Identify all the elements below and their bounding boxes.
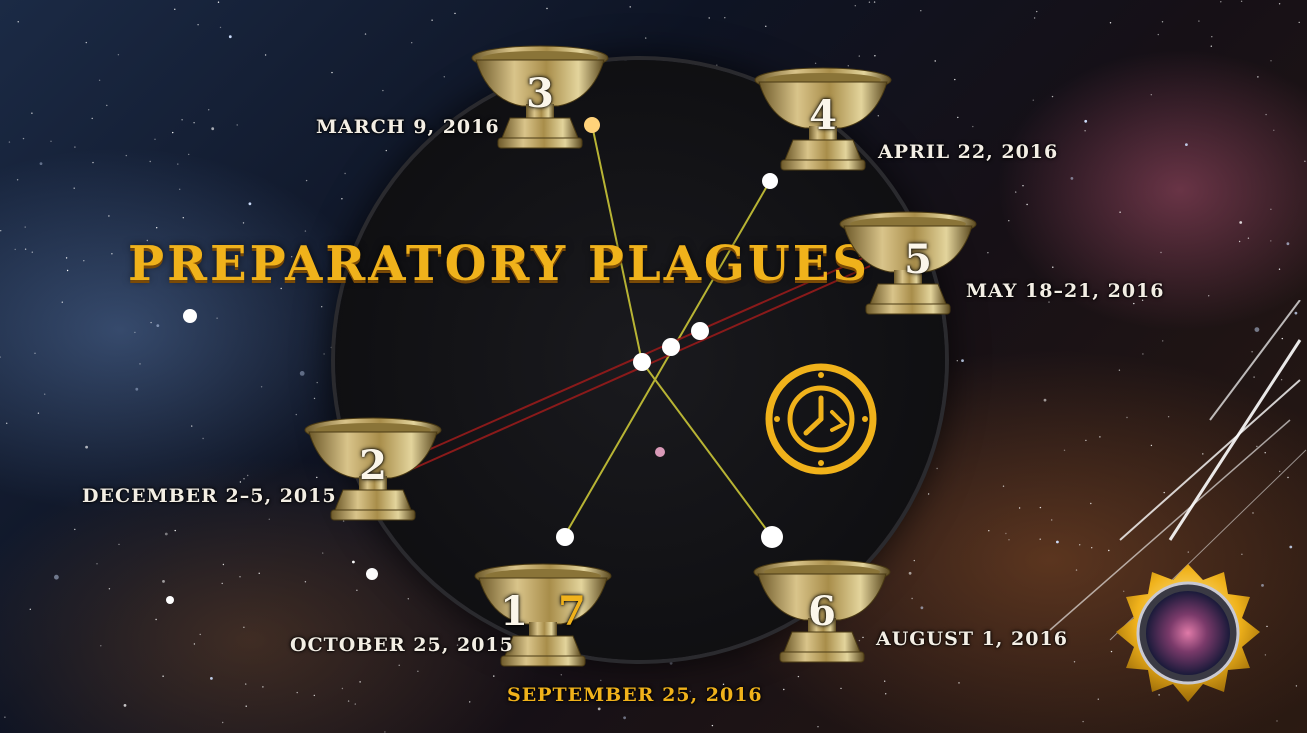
clock-icon <box>762 360 880 478</box>
bowl-number: 6 <box>752 588 892 635</box>
date-september: September 25, 2016 <box>507 684 763 706</box>
bowl-number-7: 7 <box>558 588 586 635</box>
bowl-number: 4 <box>753 92 893 139</box>
bowl-6: 6 <box>752 558 892 666</box>
bowl-5: 5 <box>838 210 978 318</box>
bowl-2: 2 <box>303 416 443 524</box>
date-may: May 18–21, 2016 <box>966 280 1165 302</box>
bowl-number: 5 <box>848 236 988 283</box>
date-october: October 25, 2015 <box>290 634 514 656</box>
date-april: April 22, 2016 <box>878 141 1058 163</box>
date-march: March 9, 2016 <box>316 116 500 138</box>
orion-medallion-icon <box>1108 562 1268 712</box>
title-preparatory-plagues: Preparatory Plagues <box>128 236 870 292</box>
orion-stars <box>556 117 783 548</box>
date-december: December 2–5, 2015 <box>82 485 337 507</box>
bowl-4: 4 <box>753 66 893 174</box>
bowl-number-1: 1 <box>500 588 528 635</box>
bowl-number: 3 <box>470 70 610 117</box>
bowl-numbers: 1 7 <box>473 588 613 635</box>
bowl-number: 2 <box>303 442 443 489</box>
